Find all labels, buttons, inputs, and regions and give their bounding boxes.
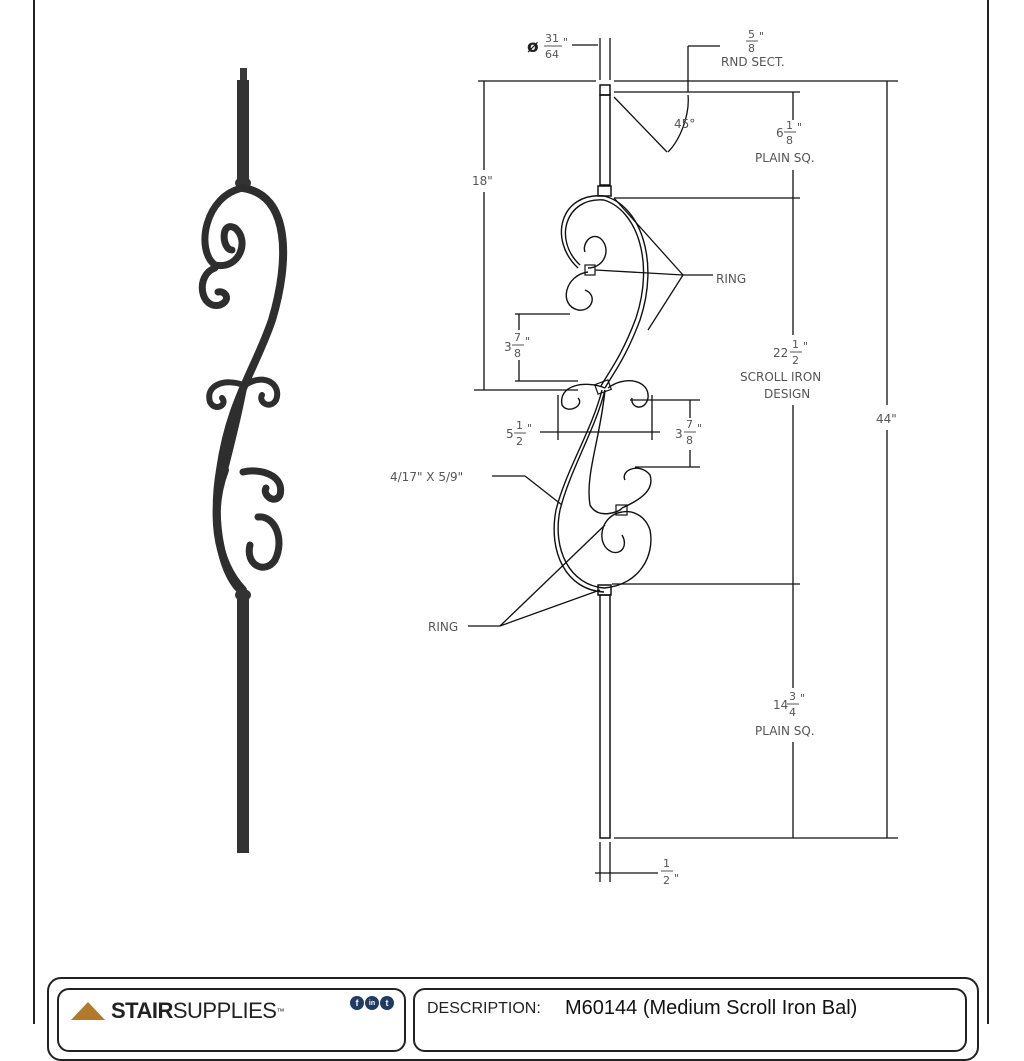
svg-text:14: 14 — [773, 698, 788, 712]
svg-text:3: 3 — [789, 690, 796, 703]
svg-text:1: 1 — [792, 338, 799, 351]
svg-text:": " — [803, 340, 808, 353]
svg-text:PLAIN SQ.: PLAIN SQ. — [755, 724, 815, 738]
social-links: f in t — [350, 996, 394, 1010]
technical-drawing: ø 31 64 " 5 8 " RND SECT. 45° 6 1 8 " PL… — [198, 28, 898, 887]
svg-text:1: 1 — [786, 119, 793, 132]
stairsupplies-logo: STAIR SUPPLIES ™ — [71, 998, 284, 1024]
svg-text:7: 7 — [686, 418, 693, 431]
svg-text:3: 3 — [675, 427, 683, 441]
svg-text:45°: 45° — [674, 117, 695, 131]
svg-text:": " — [527, 422, 532, 435]
dimension-lines — [468, 38, 898, 882]
page-border-right — [987, 0, 989, 1024]
facebook-icon[interactable]: f — [350, 996, 364, 1010]
svg-text:RING: RING — [716, 272, 746, 286]
brand-name-bold: STAIR — [111, 998, 173, 1023]
description-label: DESCRIPTION: — [427, 1000, 541, 1017]
svg-text:4/17" X 5/9": 4/17" X 5/9" — [390, 470, 463, 484]
svg-text:8: 8 — [748, 42, 755, 55]
dimension-labels: ø 31 64 " 5 8 " RND SECT. 45° 6 1 8 " PL… — [390, 28, 897, 887]
twitter-icon[interactable]: t — [380, 996, 394, 1010]
svg-text:RING: RING — [428, 620, 458, 634]
svg-text:PLAIN SQ.: PLAIN SQ. — [755, 151, 815, 165]
svg-text:RND SECT.: RND SECT. — [721, 55, 785, 69]
brand-name-light: SUPPLIES — [172, 998, 277, 1023]
svg-text:SCROLL IRON: SCROLL IRON — [740, 370, 821, 384]
svg-text:": " — [563, 36, 568, 49]
svg-text:1: 1 — [516, 419, 523, 432]
svg-text:ø: ø — [527, 37, 539, 57]
svg-text:": " — [800, 692, 805, 705]
trademark-symbol: ™ — [276, 1006, 285, 1016]
page-border-left — [33, 0, 35, 1024]
svg-text:1: 1 — [663, 857, 670, 870]
baluster-photo — [198, 68, 288, 853]
baluster-line-drawing — [553, 84, 652, 839]
svg-text:64: 64 — [545, 48, 559, 61]
svg-text:8: 8 — [514, 347, 521, 360]
svg-text:2: 2 — [516, 435, 523, 448]
svg-text:8: 8 — [686, 434, 693, 447]
svg-text:": " — [674, 872, 679, 885]
svg-text:6: 6 — [776, 126, 784, 140]
svg-text:8: 8 — [786, 134, 793, 147]
svg-text:18": 18" — [472, 174, 493, 188]
svg-text:2: 2 — [792, 354, 799, 367]
logo-box: STAIR SUPPLIES ™ f in t — [57, 988, 406, 1052]
svg-text:DESIGN: DESIGN — [764, 387, 810, 401]
svg-text:5: 5 — [748, 28, 755, 41]
description-value: M60144 (Medium Scroll Iron Bal) — [565, 997, 858, 1019]
svg-text:7: 7 — [514, 331, 521, 344]
svg-text:22: 22 — [773, 346, 788, 360]
description-box: DESCRIPTION: M60144 (Medium Scroll Iron … — [413, 988, 967, 1052]
svg-text:31: 31 — [545, 32, 559, 45]
stairs-logo-icon — [71, 1002, 105, 1020]
svg-text:4: 4 — [789, 706, 796, 719]
svg-text:": " — [697, 422, 702, 435]
svg-text:5: 5 — [506, 427, 514, 441]
svg-text:44": 44" — [876, 412, 897, 426]
svg-text:": " — [525, 335, 530, 348]
svg-text:": " — [759, 30, 764, 43]
svg-text:": " — [797, 121, 802, 134]
svg-text:2: 2 — [663, 874, 670, 887]
svg-text:3: 3 — [504, 340, 512, 354]
linkedin-icon[interactable]: in — [365, 996, 379, 1010]
